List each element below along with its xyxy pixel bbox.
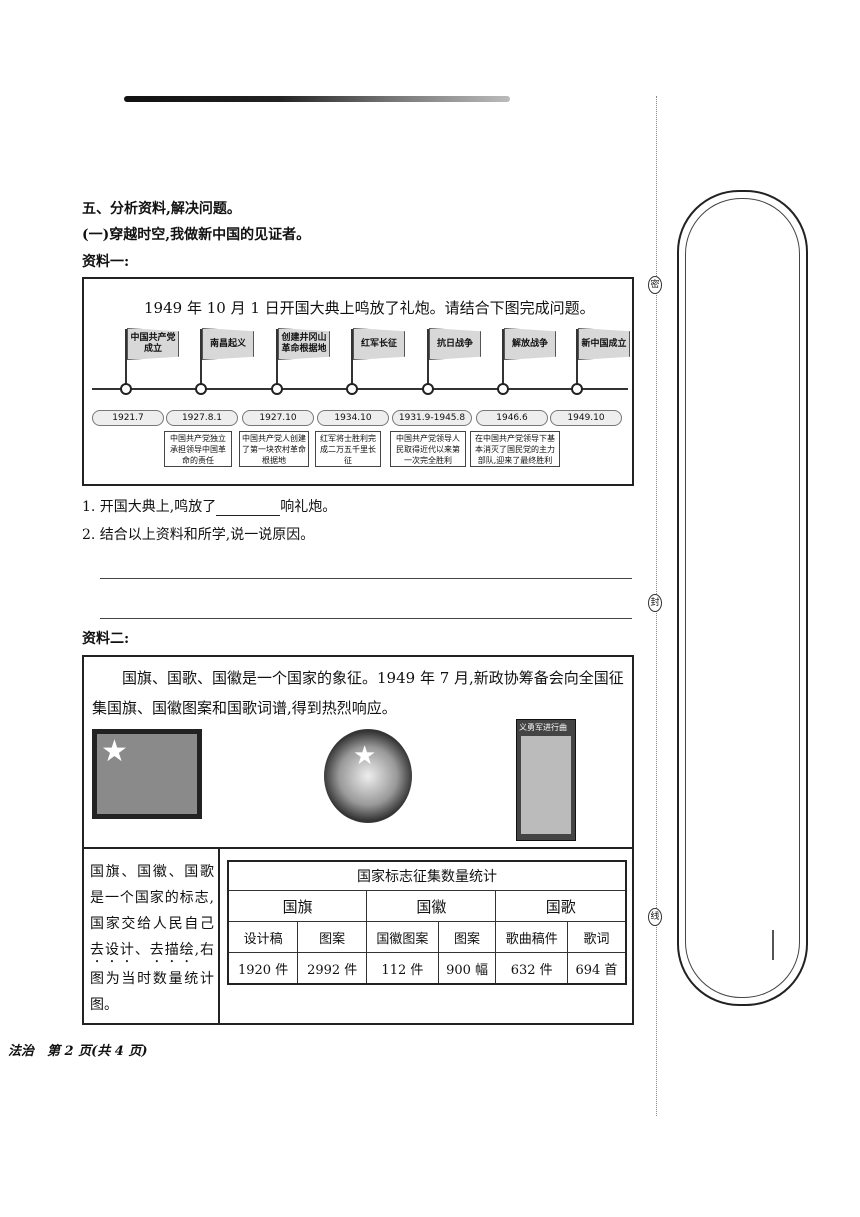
section-subheading: (一)穿越时空,我做新中国的见证者。 — [82, 227, 311, 243]
star-icon: ★ — [101, 734, 128, 769]
material2-box: 国旗、国歌、国徽是一个国家的象征。1949 年 7 月,新政协筹备会向全国征集国… — [82, 655, 634, 1025]
timeline-date: 1949.10 — [550, 410, 622, 426]
table-header: 图案 — [297, 921, 368, 953]
table-group-header: 国徽 — [366, 890, 497, 922]
answer-line[interactable] — [100, 618, 632, 619]
timeline-flag: 抗日战争 — [429, 328, 481, 360]
timeline-date: 1927.10 — [242, 410, 314, 426]
table-header: 歌曲稿件 — [495, 921, 568, 953]
table-header: 设计稿 — [227, 921, 299, 953]
material1-box: 1949 年 10 月 1 日开国大典上鸣放了礼炮。请结合下图完成问题。 中国共… — [82, 277, 634, 486]
timeline-flag: 中国共产党成立 — [127, 328, 179, 360]
table-header: 图案 — [437, 921, 497, 953]
table-cell: 900 幅 — [437, 952, 497, 985]
timeline-dot — [497, 383, 509, 395]
table-header: 歌词 — [566, 921, 627, 953]
margin-mark: 封 — [648, 594, 662, 612]
anthem-score-image: 义勇军进行曲 — [516, 719, 576, 841]
material2-side-text: 国旗、国徽、国歌是一个国家的标志,国家交给人民自己去设计、去描绘,右图为当时数量… — [90, 864, 215, 1013]
timeline-dot — [120, 383, 132, 395]
question-1-suffix: 响礼炮。 — [280, 499, 337, 515]
score-title: 义勇军进行曲 — [519, 723, 567, 732]
binding-side-box — [677, 190, 808, 1006]
margin-mark: 线 — [648, 908, 662, 926]
timeline-flag: 红军长征 — [353, 328, 405, 360]
statistics-table: 国家标志征集数量统计 国旗 国徽 国歌 设计稿 图案 国徽图案 图案 歌曲稿件 … — [227, 860, 627, 985]
material1-label: 资料一: — [82, 254, 130, 270]
timeline-dot — [271, 383, 283, 395]
timeline-date: 1921.7 — [92, 410, 164, 426]
timeline-desc: 中国共产党独立承担领导中国革命的责任 — [164, 431, 232, 467]
timeline-desc: 中国共产党领导人民取得近代以来第一次完全胜利 — [390, 431, 466, 467]
top-scan-bar — [124, 96, 510, 102]
timeline-date: 1946.6 — [476, 410, 548, 426]
timeline-flag: 创建井冈山革命根据地 — [278, 328, 330, 360]
question-2: 2. 结合以上资料和所学,说一说原因。 — [82, 527, 315, 543]
answer-blank[interactable] — [216, 501, 281, 516]
scan-mark — [772, 930, 774, 960]
material2-paragraph: 国旗、国歌、国徽是一个国家的象征。1949 年 7 月,新政协筹备会向全国征集国… — [92, 669, 624, 717]
material2-label: 资料二: — [82, 631, 130, 647]
table-cell: 2992 件 — [297, 952, 368, 985]
question-1-text: 1. 开国大典上,鸣放了 — [82, 499, 217, 515]
table-group-header: 国歌 — [495, 890, 627, 922]
answer-line[interactable] — [100, 578, 632, 579]
table-cell: 112 件 — [366, 952, 439, 985]
table-header: 国徽图案 — [366, 921, 439, 953]
table-caption: 国家标志征集数量统计 — [227, 860, 627, 891]
timeline-axis — [92, 388, 628, 390]
section-heading: 五、分析资料,解决问题。 — [82, 201, 241, 217]
national-emblem-image: ★ — [324, 729, 412, 823]
timeline-dot — [422, 383, 434, 395]
material1-intro: 1949 年 10 月 1 日开国大典上鸣放了礼炮。请结合下图完成问题。 — [144, 299, 595, 317]
timeline-flag: 新中国成立 — [578, 328, 630, 360]
timeline-date: 1934.10 — [317, 410, 389, 426]
timeline-desc: 红军将士胜利完成二万五千里长征 — [315, 431, 381, 467]
table-group-header: 国旗 — [227, 890, 368, 922]
timeline-date: 1931.9-1945.8 — [392, 410, 472, 426]
timeline-desc: 在中国共产党领导下基本消灭了国民党的主力部队,迎来了最终胜利 — [470, 431, 560, 467]
timeline-desc: 中国共产党人创建了第一块农村革命根据地 — [239, 431, 309, 467]
timeline-dot — [571, 383, 583, 395]
margin-mark: 密 — [648, 276, 662, 294]
timeline-dot — [346, 383, 358, 395]
page-footer: 法治 第 2 页(共 4 页) — [8, 1044, 148, 1059]
table-cell: 1920 件 — [227, 952, 299, 985]
table-cell: 694 首 — [566, 952, 627, 985]
timeline-date: 1927.8.1 — [166, 410, 238, 426]
timeline-flag: 解放战争 — [504, 328, 556, 360]
table-cell: 632 件 — [495, 952, 568, 985]
timeline-flag: 南昌起义 — [202, 328, 254, 360]
star-icon: ★ — [353, 741, 377, 771]
timeline-dot — [195, 383, 207, 395]
national-flag-image: ★ — [92, 729, 202, 819]
question-1: 1. 开国大典上,鸣放了 响礼炮。 — [82, 496, 336, 516]
